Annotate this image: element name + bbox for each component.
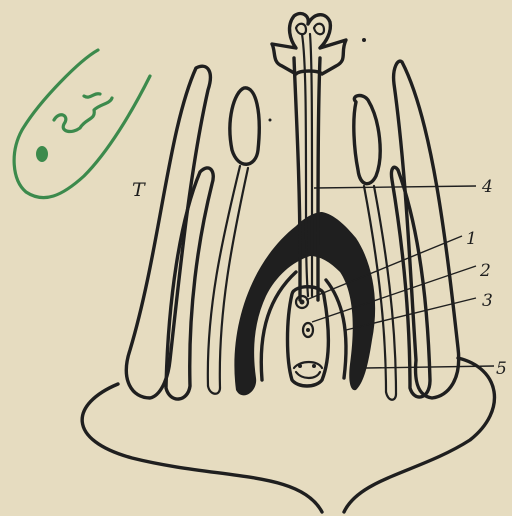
petal-left-inner xyxy=(166,168,213,399)
petal-right-outer xyxy=(394,61,459,398)
receptacle xyxy=(82,384,322,512)
egg-nucleus xyxy=(300,300,305,305)
stigma-lobe-right xyxy=(314,24,324,35)
pollen-grain-cytoplasm xyxy=(54,94,112,132)
leader-4 xyxy=(314,186,476,188)
antipodal-dot-2 xyxy=(312,364,316,368)
speck-1 xyxy=(362,38,366,42)
stigma xyxy=(272,14,346,74)
stamen-right-tip xyxy=(386,392,396,400)
antipodal-dot-1 xyxy=(298,364,302,368)
label-4: 4 xyxy=(481,177,493,197)
pollen-grain-nucleus xyxy=(36,146,48,162)
label-3: 3 xyxy=(482,291,493,311)
speck-2 xyxy=(269,119,272,122)
figure-letter: T xyxy=(132,179,146,201)
label-2: 2 xyxy=(479,261,491,281)
ovary-wall xyxy=(234,212,375,395)
anther-left xyxy=(230,88,259,164)
antipodal-cells xyxy=(294,362,322,378)
central-nucleus-dot xyxy=(306,328,310,332)
stamen-left-tip xyxy=(208,386,220,394)
label-1: 1 xyxy=(466,229,477,249)
anther-right xyxy=(354,96,380,184)
stigma-lobe-left xyxy=(296,24,306,35)
receptacle-right xyxy=(344,358,494,512)
label-5: 5 xyxy=(496,359,507,379)
